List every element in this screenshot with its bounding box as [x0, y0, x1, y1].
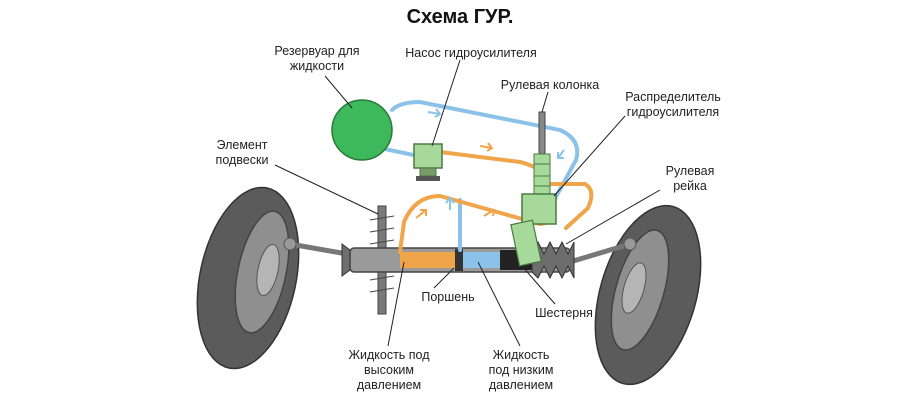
power-steering-pump [413, 143, 443, 181]
label-high-pressure: Жидкость под высоким давлением [348, 348, 430, 392]
label-distributor: Распределитель гидроусилителя [625, 90, 721, 119]
label-pump: Насос гидроусилителя [405, 46, 537, 60]
fluid-reservoir [331, 99, 393, 161]
label-piston: Поршень [421, 290, 475, 304]
label-suspension: Элемент подвески [215, 138, 269, 167]
flow-arrows [415, 108, 565, 219]
right-wheel [594, 204, 702, 386]
left-wheel [196, 186, 300, 370]
steering-column [533, 111, 551, 197]
low-pressure-lines [378, 99, 580, 252]
label-steering-rack: Рулевая рейка [665, 164, 715, 193]
steering-rack-housing [341, 240, 575, 280]
diagram-title: Схема ГУР. [406, 6, 514, 28]
leader-lines [274, 59, 661, 347]
distributor-valve [521, 193, 557, 225]
label-reservoir: Резервуар для жидкости [274, 44, 360, 73]
right-tie-rod [569, 241, 631, 265]
label-steering-column: Рулевая колонка [500, 78, 600, 92]
label-gear: Шестерня [535, 306, 593, 320]
pinion-gear [510, 219, 542, 267]
label-low-pressure: Жидкость под низким давлением [488, 348, 554, 392]
